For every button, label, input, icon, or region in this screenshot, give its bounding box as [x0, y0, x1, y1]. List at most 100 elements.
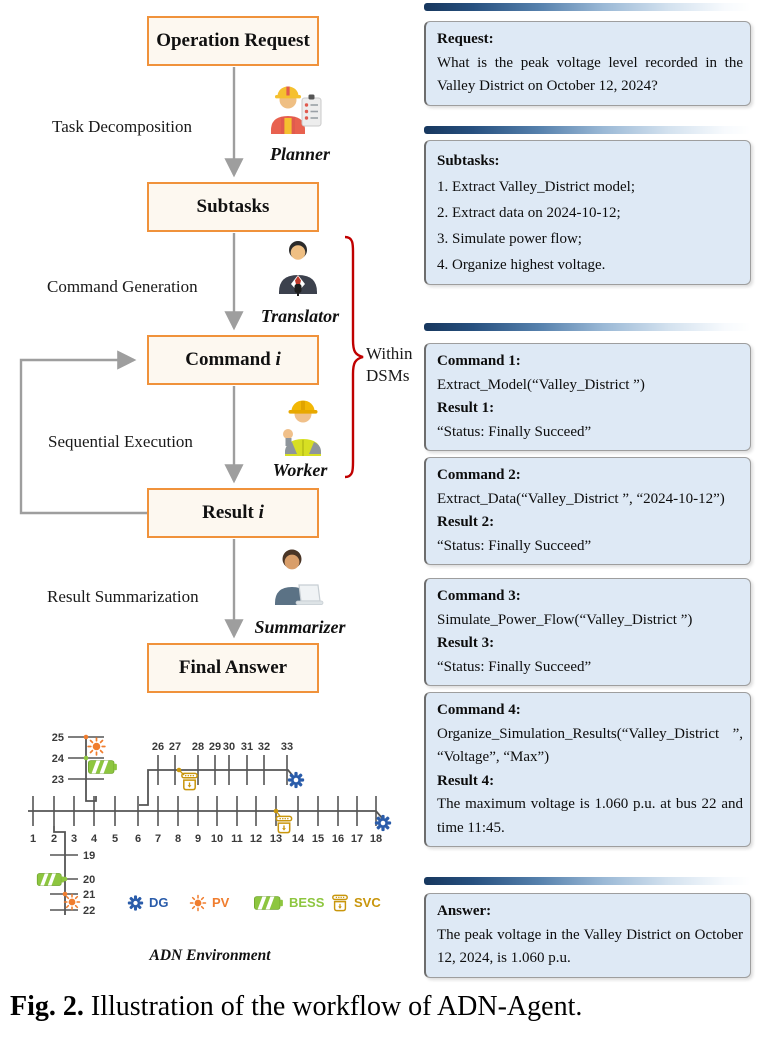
- panel-text: What is the peak voltage level recorded …: [437, 54, 743, 95]
- bus-label-29: 29: [209, 741, 221, 753]
- bus-label-30: 30: [223, 741, 235, 753]
- bus-label-18: 18: [370, 833, 382, 845]
- pv-tap-dot-bus25: [83, 734, 89, 740]
- answer-text: The peak voltage in the Valley District …: [437, 926, 743, 967]
- box-result-i-label: Result i: [202, 502, 264, 523]
- bus-label-16: 16: [332, 833, 344, 845]
- panel-title: Command 4:: [437, 702, 521, 718]
- svc-icon-bus28: [181, 772, 198, 791]
- command-text: Organize_Simulation_Results(“Valley_Dist…: [437, 725, 743, 766]
- box-result-i: Result i: [147, 488, 319, 538]
- subtask-item: 3. Simulate power flow;: [437, 230, 582, 247]
- worker-icon: [283, 400, 321, 456]
- dg-icon-bus33: [287, 771, 305, 789]
- translator-label: Translator: [260, 306, 340, 326]
- bus-label-8: 8: [175, 833, 181, 845]
- upper-branch-line: [139, 769, 294, 806]
- bus-label-5: 5: [112, 833, 118, 845]
- bus-label-27: 27: [169, 741, 181, 753]
- bess-icon-bus24: [88, 760, 118, 774]
- worker-label: Worker: [272, 460, 328, 480]
- panel-command-1: Command 1: Extract_Model(“Valley_Distric…: [424, 343, 751, 451]
- bus-label-25: 25: [52, 732, 64, 744]
- panel-title: Answer:: [437, 903, 492, 919]
- within-dsms-brace: [344, 235, 364, 479]
- bus-label-13: 13: [270, 833, 282, 845]
- legend-bess-label: BESS: [289, 895, 325, 910]
- legend-dg-icon: [127, 895, 144, 911]
- result-text: “Status: Finally Succeed”: [437, 537, 592, 554]
- loop-result-to-command: [19, 350, 147, 515]
- subtask-item: 1. Extract Valley_District model;: [437, 178, 636, 195]
- bus-label-21: 21: [83, 889, 95, 901]
- box-subtasks-label: Subtasks: [196, 196, 270, 217]
- planner-label: Planner: [269, 144, 330, 164]
- result-title: Result 1:: [437, 400, 495, 416]
- translator-icon: [279, 241, 317, 296]
- command-text: Simulate_Power_Flow(“Valley_District ”): [437, 611, 693, 628]
- summarizer-icon: [275, 549, 324, 605]
- bus-label-4: 4: [91, 833, 98, 845]
- figure-caption: Fig. 2. Illustration of the workflow of …: [10, 991, 582, 1023]
- legend-bess-icon: [253, 896, 284, 910]
- pv-tap-dot-bus21: [62, 891, 68, 897]
- bus-label-17: 17: [351, 833, 363, 845]
- bus-label-7: 7: [155, 833, 161, 845]
- bus-label-19: 19: [83, 850, 95, 862]
- panel-title: Subtasks:: [437, 153, 500, 169]
- svc-connector-bus13: [275, 810, 281, 817]
- main-feeder-line: [28, 810, 383, 819]
- subtask-item: 4. Organize highest voltage.: [437, 256, 606, 273]
- dg-icon-bus18: [374, 814, 392, 832]
- flowchart-connectors: [19, 67, 364, 639]
- bus-label-28: 28: [192, 741, 204, 753]
- bus-label-6: 6: [135, 833, 141, 845]
- legend-dg-label: DG: [149, 895, 169, 910]
- label-result-summarization: Result Summarization: [47, 587, 199, 606]
- subtask-item: 2. Extract data on 2024-10-12;: [437, 204, 621, 221]
- bus-label-32: 32: [258, 741, 270, 753]
- box-subtasks: Subtasks: [147, 182, 319, 232]
- box-operation-request-label: Operation Request: [156, 30, 310, 51]
- panel-title: Command 2:: [437, 467, 521, 483]
- bess-tap-dot-bus24: [83, 755, 89, 761]
- command-text: Extract_Data(“Valley_District ”, “2024-1…: [437, 490, 725, 507]
- bus-label-31: 31: [241, 741, 253, 753]
- within-dsms-label: Within DSMs: [366, 344, 413, 385]
- label-command-generation: Command Generation: [47, 277, 198, 296]
- bus-label-15: 15: [312, 833, 324, 845]
- panel-title: Request:: [437, 31, 494, 47]
- panel-subtasks: Subtasks: 1. Extract Valley_District mod…: [424, 140, 751, 285]
- svc-icon-bus13: [275, 815, 293, 834]
- bus-label-10: 10: [211, 833, 223, 845]
- panel-request: Request: What is the peak voltage level …: [424, 21, 751, 106]
- panel-answer: Answer: The peak voltage in the Valley D…: [424, 893, 751, 978]
- result-title: Result 3:: [437, 635, 495, 651]
- bus-label-24: 24: [52, 753, 65, 765]
- bus-label-22: 22: [83, 905, 95, 917]
- accent-bar-subtasks: [424, 126, 751, 134]
- adn-environment-caption: ADN Environment: [149, 947, 271, 964]
- bus-label-12: 12: [250, 833, 262, 845]
- pv-icon-bus25: [87, 737, 106, 756]
- bus-label-33: 33: [281, 741, 293, 753]
- result-text: “Status: Finally Succeed”: [437, 658, 592, 675]
- summarizer-label: Summarizer: [254, 617, 346, 637]
- box-operation-request: Operation Request: [147, 16, 319, 66]
- label-sequential-execution: Sequential Execution: [48, 432, 193, 451]
- box-final-answer: Final Answer: [147, 643, 319, 693]
- box-command-i: Command i: [147, 335, 319, 385]
- figure-caption-text: Illustration of the workflow of ADN-Agen…: [90, 991, 583, 1022]
- bus-label-23: 23: [52, 774, 64, 786]
- bus-label-20: 20: [83, 874, 95, 886]
- bus-label-11: 11: [231, 833, 243, 845]
- legend-svc-label: SVC: [354, 895, 381, 910]
- box-final-answer-label: Final Answer: [178, 657, 288, 678]
- panel-command-4: Command 4: Organize_Simulation_Results(“…: [424, 692, 751, 847]
- legend-svc-icon: [332, 894, 348, 912]
- planner-icon: [271, 86, 322, 134]
- result-title: Result 4:: [437, 772, 495, 789]
